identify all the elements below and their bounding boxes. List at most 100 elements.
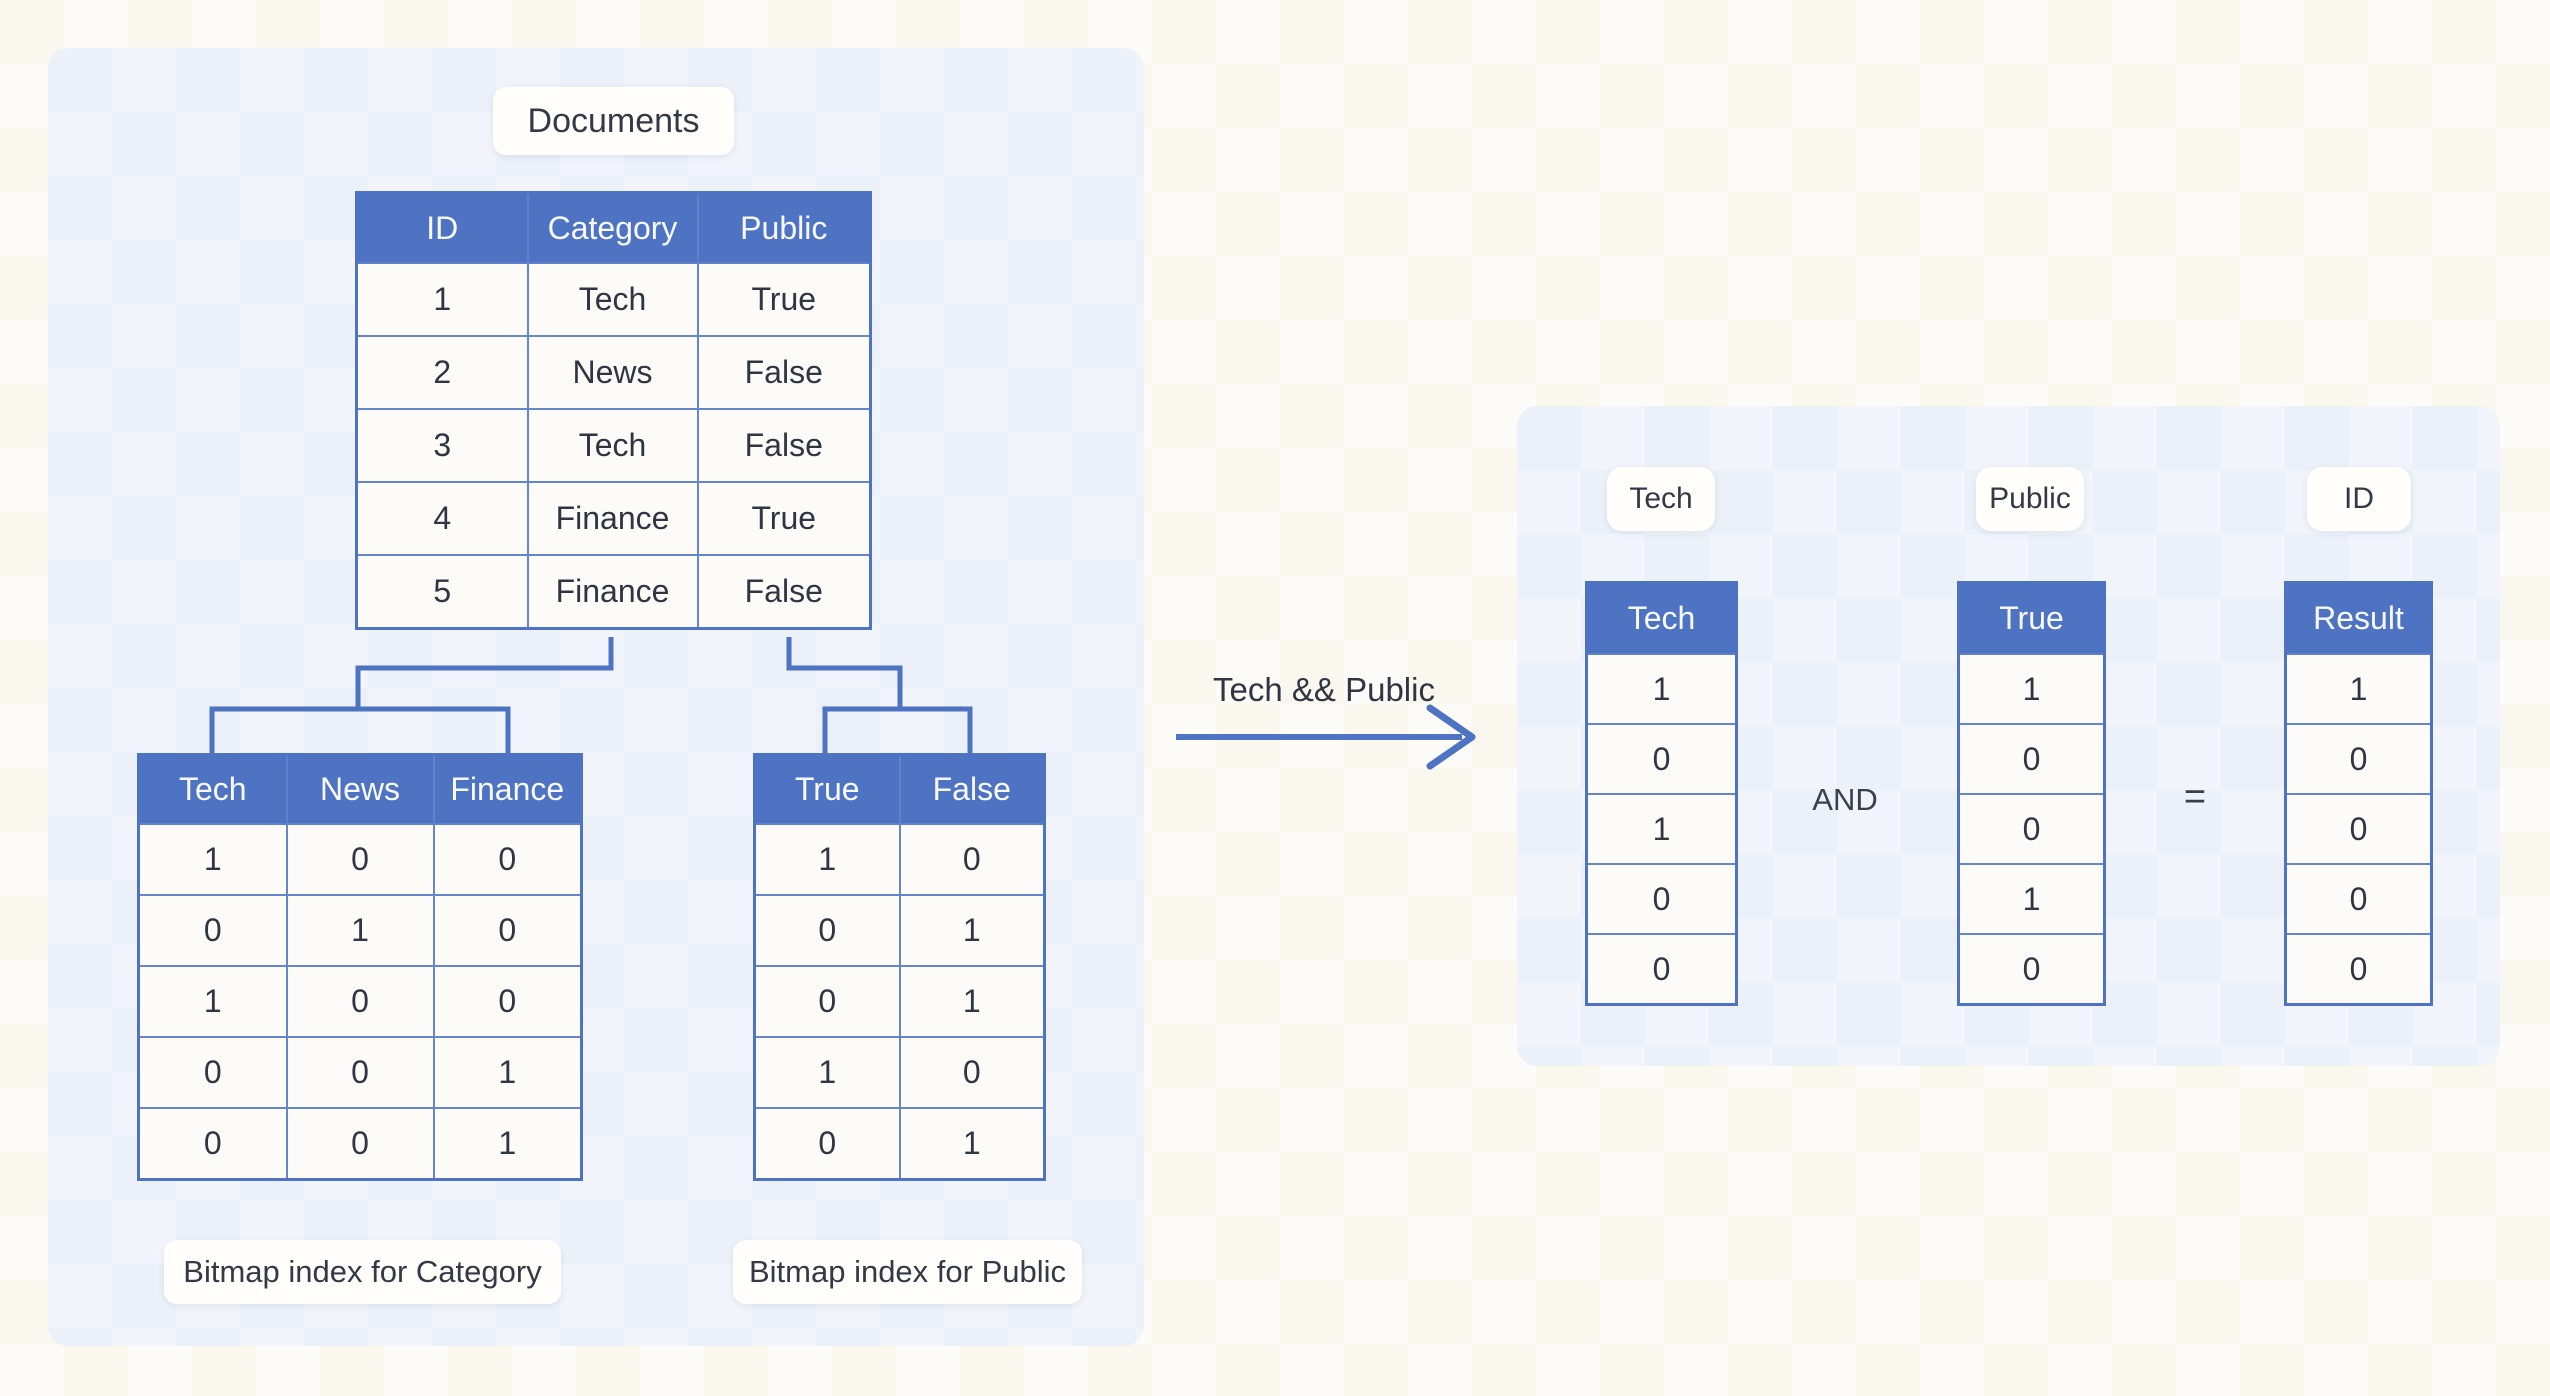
data-cell: 0 [285,965,435,1038]
operation-label: Tech && Public [1213,671,1435,708]
header-cell: Tech [137,753,288,825]
data-cell: False [696,554,872,630]
data-cell: 2 [355,335,529,410]
data-cell: 0 [1585,723,1738,795]
header-cell: News [285,753,435,825]
data-cell: 0 [898,1036,1046,1109]
table-row: 0 [1585,863,1738,935]
data-cell: 0 [137,1107,288,1181]
header-cell: Finance [432,753,583,825]
data-cell: 0 [2284,793,2433,865]
data-cell: 1 [898,894,1046,967]
data-cell: 1 [432,1107,583,1181]
data-cell: 4 [355,481,529,556]
data-cell: Finance [526,554,699,630]
data-cell: 0 [137,1036,288,1109]
data-cell: 1 [1957,863,2106,935]
header-cell: ID [355,191,529,264]
table-row: 0 [1957,793,2106,865]
table-row: 1 [1957,863,2106,935]
data-cell: News [526,335,699,410]
tech-chip: Tech [1607,467,1715,531]
id-chip: ID [2307,467,2411,531]
data-cell: False [696,335,872,410]
table-row: 1 [1585,653,1738,725]
data-cell: 1 [2284,653,2433,725]
public-bitmap-caption: Bitmap index for Public [733,1240,1082,1304]
data-cell: 0 [432,965,583,1038]
table-row: 0 [2284,863,2433,935]
data-cell: 3 [355,408,529,483]
data-cell: 0 [285,823,435,896]
header-cell: Tech [1585,581,1738,655]
documents-label: Documents [493,87,734,155]
table-row: 0 [1957,933,2106,1006]
table-row: 0 [2284,933,2433,1006]
header-cell: True [1957,581,2106,655]
header-cell: Result [2284,581,2433,655]
data-cell: 0 [285,1036,435,1109]
table-row: 0 [1585,933,1738,1006]
data-cell: 1 [1585,793,1738,865]
right-arrow-icon [1176,704,1476,770]
data-cell: 0 [898,823,1046,896]
data-cell: True [696,481,872,556]
header-cell: True [753,753,901,825]
table-row: 1 [1585,793,1738,865]
public-chip: Public [1976,467,2084,531]
header-cell: False [898,753,1046,825]
data-cell: 0 [1957,793,2106,865]
header-cell: Category [526,191,699,264]
data-cell: False [696,408,872,483]
data-cell: 1 [1957,653,2106,725]
data-cell: 1 [753,1036,901,1109]
data-cell: 1 [1585,653,1738,725]
data-cell: 0 [2284,723,2433,795]
header-cell: Public [696,191,872,264]
data-cell: 0 [2284,933,2433,1006]
table-row: 1 [2284,653,2433,725]
data-cell: 1 [355,262,529,337]
category-bitmap-caption: Bitmap index for Category [164,1240,561,1304]
data-cell: 0 [753,1107,901,1181]
table-row: 0 [2284,793,2433,865]
and-operator: AND [1812,782,1878,817]
data-cell: 0 [432,894,583,967]
data-cell: 5 [355,554,529,630]
data-cell: Tech [526,262,699,337]
data-cell: 0 [1957,723,2106,795]
data-cell: 1 [137,965,288,1038]
data-cell: 0 [753,965,901,1038]
table-row: 0 [1585,723,1738,795]
data-cell: 0 [432,823,583,896]
equals-sign: = [2183,776,2207,818]
data-cell: 1 [285,894,435,967]
data-cell: 1 [137,823,288,896]
data-cell: True [696,262,872,337]
data-cell: 0 [1585,863,1738,935]
table-row: 0 [1957,723,2106,795]
data-cell: 0 [137,894,288,967]
data-cell: 1 [898,1107,1046,1181]
data-cell: 0 [753,894,901,967]
